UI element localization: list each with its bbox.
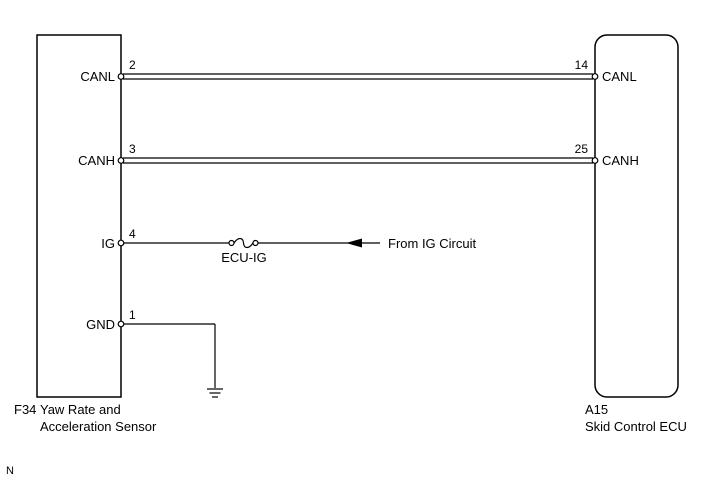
- pin-label-ig: IG: [101, 236, 115, 251]
- ground-symbol: [207, 388, 223, 398]
- yaw-rate-sensor-box: [36, 34, 122, 398]
- terminal-canh-right: [591, 157, 599, 164]
- pin-label-canh-right: CANH: [602, 153, 639, 168]
- pin-number-gnd: 1: [129, 308, 136, 322]
- pin-label-canl-left: CANL: [80, 69, 115, 84]
- left-component-name-line1: Yaw Rate and: [40, 402, 121, 417]
- terminal-canh-left: [117, 157, 125, 164]
- pin-label-gnd: GND: [86, 317, 115, 332]
- terminal-ig: [117, 239, 125, 247]
- pin-number-canh-right: 25: [575, 142, 589, 156]
- fuse-symbol: [228, 237, 259, 249]
- right-component-name: Skid Control ECU: [585, 419, 687, 434]
- left-component-code: F34: [14, 402, 36, 417]
- terminal-canl-right: [591, 73, 599, 80]
- skid-control-ecu-box: [594, 34, 679, 398]
- canh-wire: [123, 157, 593, 164]
- right-component-code: A15: [585, 402, 608, 417]
- gnd-wire: [123, 323, 216, 388]
- fuse-label: ECU-IG: [221, 250, 267, 265]
- pin-number-canl-left: 2: [129, 58, 136, 72]
- canl-wire: [123, 73, 593, 80]
- pin-number-ig: 4: [129, 227, 136, 241]
- pin-number-canh-left: 3: [129, 142, 136, 156]
- pin-number-canl-right: 14: [575, 58, 589, 72]
- source-label: From IG Circuit: [388, 236, 477, 251]
- pin-label-canh-left: CANH: [78, 153, 115, 168]
- terminal-canl-left: [117, 73, 125, 80]
- terminal-gnd: [117, 320, 125, 328]
- footer-code: N: [6, 465, 14, 477]
- source-arrow: [346, 238, 362, 248]
- left-component-name-line2: Acceleration Sensor: [40, 419, 157, 434]
- pin-label-canl-right: CANL: [602, 69, 637, 84]
